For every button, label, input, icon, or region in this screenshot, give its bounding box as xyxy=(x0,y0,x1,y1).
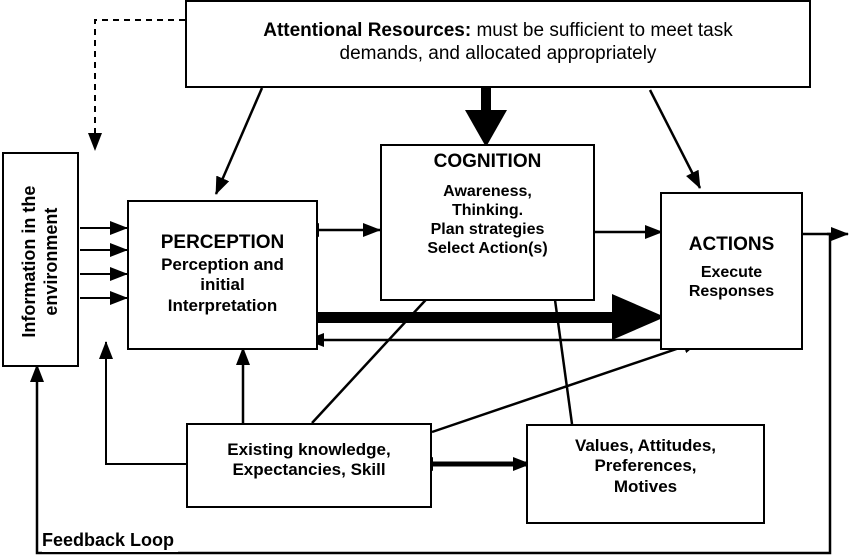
perception-line2: initial xyxy=(200,275,245,295)
knowledge-to-cognition-arrow xyxy=(311,277,447,424)
perception-text: PERCEPTION Perception and initial Interp… xyxy=(127,232,318,316)
perception-title: PERCEPTION xyxy=(160,232,285,253)
attention-to-perception-arrow xyxy=(214,87,264,195)
values-text: Values, Attitudes, Preferences, Motives xyxy=(526,436,765,497)
knowledge-left-loop-arrow xyxy=(99,341,186,465)
attention-to-environment-dashed-arrow xyxy=(88,19,185,151)
values-line1: Values, Attitudes, xyxy=(574,436,717,455)
perception-line3: Interpretation xyxy=(167,295,278,315)
cognition-line4: Select Action(s) xyxy=(427,240,548,258)
attention-line1: Attentional Resources: must be sufficien… xyxy=(185,20,811,43)
cognition-box xyxy=(380,144,595,301)
perception-to-actions-thick-arrowhead xyxy=(612,294,665,340)
knowledge-line2: Expectancies, Skill xyxy=(232,460,386,480)
attention-to-actions-arrow xyxy=(648,89,702,189)
environment-label: Information in the environment xyxy=(18,185,61,338)
attention-box xyxy=(185,0,811,88)
values-box xyxy=(526,424,765,524)
environment-to-perception-arrows xyxy=(80,221,128,305)
cognition-line3: Plan strategies xyxy=(430,221,545,239)
knowledge-box xyxy=(186,423,432,508)
attention-description: must be sufficient to meet task xyxy=(476,20,733,41)
cognition-line2: Thinking. xyxy=(451,201,524,219)
actions-text: ACTIONS Execute Responses xyxy=(660,234,803,301)
cognition-title: COGNITION xyxy=(433,151,542,172)
actions-title: ACTIONS xyxy=(688,234,775,255)
cognition-line1: Awareness, xyxy=(443,182,532,200)
cognition-text: COGNITION Awareness, Thinking. Plan stra… xyxy=(380,151,595,259)
values-line3: Motives xyxy=(613,476,678,496)
attention-text: Attentional Resources: must be sufficien… xyxy=(185,20,811,66)
perception-box xyxy=(127,200,318,350)
values-line2: Preferences, xyxy=(594,456,697,476)
knowledge-text: Existing knowledge, Expectancies, Skill xyxy=(186,440,432,481)
feedback-loop-arrow xyxy=(30,232,832,555)
environment-box xyxy=(2,152,79,367)
values-to-cognition-arrow xyxy=(547,277,574,425)
perception-to-actions-thick-arrow xyxy=(307,312,617,323)
feedback-loop-label: Feedback Loop xyxy=(42,530,179,552)
knowledge-line1: Existing knowledge, xyxy=(227,440,391,459)
attention-heading: Attentional Resources: xyxy=(263,20,472,41)
actions-line1: Execute xyxy=(700,263,763,281)
attention-to-cognition-arrowhead xyxy=(465,110,507,147)
attention-line2: demands, and allocated appropriately xyxy=(339,42,657,64)
perception-line1: Perception and xyxy=(161,254,284,274)
actions-box xyxy=(660,192,803,350)
actions-line2: Responses xyxy=(688,282,775,300)
